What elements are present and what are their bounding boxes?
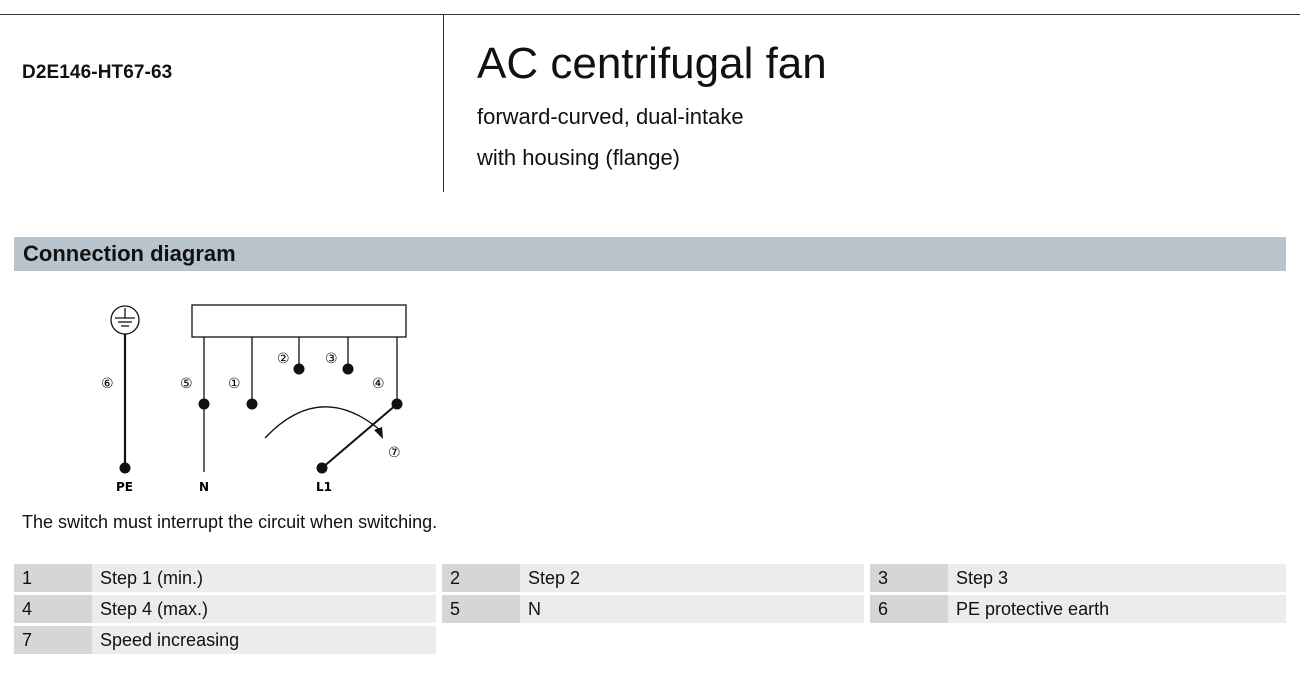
legend-description: Step 3	[948, 564, 1286, 592]
legend-description: Step 2	[520, 564, 864, 592]
connection-diagram: ⑥ ⑤ ① ② ③ ④ ⑦ PE N L1	[80, 300, 420, 500]
node-5-dot	[198, 398, 210, 410]
top-rule	[0, 14, 1300, 15]
marker-5: ⑤	[180, 376, 193, 392]
legend-description: Step 1 (min.)	[92, 564, 436, 592]
marker-1: ①	[228, 376, 241, 392]
pe-terminal-dot	[119, 462, 131, 474]
legend-table: 1 Step 1 (min.) 2 Step 2 3 Step 3 4 Step…	[14, 561, 1286, 657]
marker-3: ③	[325, 351, 338, 367]
legend-row: 1 Step 1 (min.) 2 Step 2 3 Step 3	[14, 564, 1286, 592]
legend-number: 5	[442, 595, 520, 623]
earth-icon	[110, 305, 140, 335]
wiring-svg: ⑥ ⑤ ① ② ③ ④ ⑦ PE N L1	[101, 304, 407, 494]
label-l1: L1	[316, 480, 332, 494]
marker-2: ②	[277, 351, 290, 367]
legend-number: 1	[14, 564, 92, 592]
l1-terminal-dot	[316, 462, 328, 474]
speed-arc	[264, 406, 381, 439]
marker-7: ⑦	[388, 445, 401, 461]
label-n: N	[199, 480, 209, 494]
legend-number: 7	[14, 626, 92, 654]
label-pe: PE	[116, 480, 133, 494]
section-title: Connection diagram	[23, 241, 236, 266]
product-subtitle-1: forward-curved, dual-intake	[477, 104, 744, 129]
legend-description: N	[520, 595, 864, 623]
legend-description: Step 4 (max.)	[92, 595, 436, 623]
speed-arrow-icon	[374, 427, 383, 439]
node-1-dot	[246, 398, 258, 410]
motor-box	[191, 304, 407, 338]
legend-row: 7 Speed increasing	[14, 626, 1286, 654]
model-number: D2E146-HT67-63	[22, 62, 173, 83]
header-divider	[443, 14, 444, 192]
product-subtitle-2: with housing (flange)	[477, 145, 681, 170]
marker-4: ④	[372, 376, 385, 392]
switch-wiper	[321, 403, 398, 469]
legend-number: 3	[870, 564, 948, 592]
node-3-dot	[342, 363, 354, 375]
legend-number: 2	[442, 564, 520, 592]
node-2-dot	[293, 363, 305, 375]
legend-number: 6	[870, 595, 948, 623]
legend-description: PE protective earth	[948, 595, 1286, 623]
legend-row: 4 Step 4 (max.) 5 N 6 PE protective eart…	[14, 595, 1286, 623]
legend-number: 4	[14, 595, 92, 623]
switch-note: The switch must interrupt the circuit wh…	[22, 512, 438, 532]
section-header: Connection diagram	[14, 237, 1286, 271]
product-title: AC centrifugal fan	[477, 39, 827, 88]
marker-6: ⑥	[101, 376, 114, 392]
legend-description: Speed increasing	[92, 626, 436, 654]
